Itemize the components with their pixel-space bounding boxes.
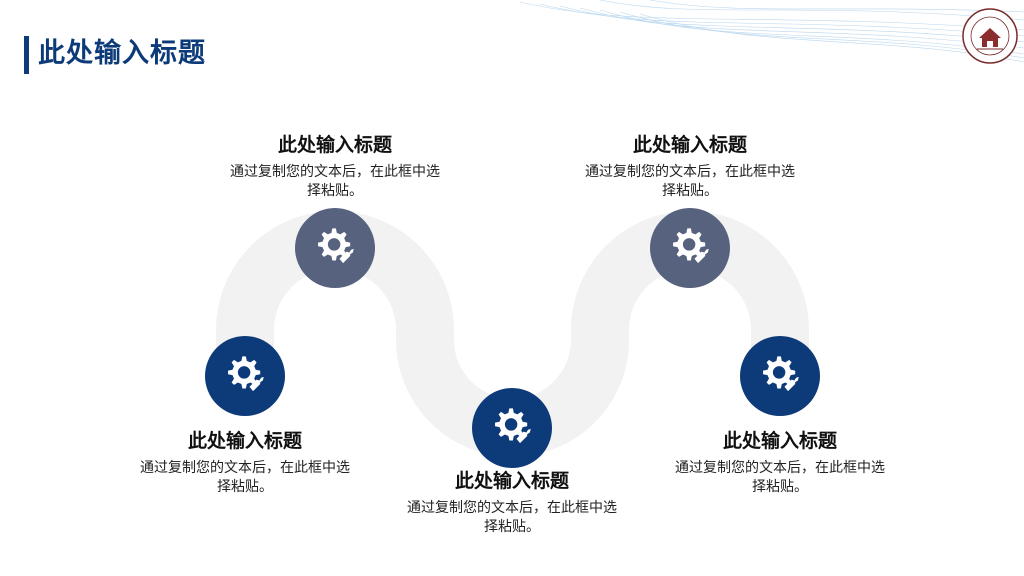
gear-wrench-icon [495, 408, 531, 444]
gear-wrench-icon [673, 228, 709, 264]
step-4-gear-node [650, 208, 730, 288]
step-3-title: 此处输入标题 [454, 470, 569, 492]
step-5-gear-node [740, 336, 820, 416]
step-2-text: 通过复制您的文本后，在此框中选择粘贴。 [230, 164, 440, 199]
step-4-text: 通过复制您的文本后，在此框中选择粘贴。 [585, 164, 795, 199]
gear-wrench-icon [763, 356, 799, 392]
step-1-title: 此处输入标题 [187, 430, 302, 452]
step-1-gear-node [205, 336, 285, 416]
step-2-gear-node [295, 208, 375, 288]
step-2-title: 此处输入标题 [277, 134, 392, 156]
step-4-card: 此处输入标题 通过复制您的文本后，在此框中选择粘贴。 [570, 132, 810, 201]
step-5-title: 此处输入标题 [722, 430, 837, 452]
step-2-card: 此处输入标题 通过复制您的文本后，在此框中选择粘贴。 [215, 132, 455, 201]
wave-decoration [519, 0, 1024, 63]
step-1-card: 此处输入标题 通过复制您的文本后，在此框中选择粘贴。 [125, 428, 365, 497]
step-5-text: 通过复制您的文本后，在此框中选择粘贴。 [675, 460, 885, 495]
step-3-text: 通过复制您的文本后，在此框中选择粘贴。 [407, 500, 617, 535]
step-4-title: 此处输入标题 [632, 134, 747, 156]
step-3-gear-node [472, 388, 552, 468]
page-title: 此处输入标题 [38, 38, 206, 69]
university-seal-icon [962, 8, 1018, 64]
step-3-card: 此处输入标题 通过复制您的文本后，在此框中选择粘贴。 [392, 468, 632, 537]
step-1-text: 通过复制您的文本后，在此框中选择粘贴。 [140, 460, 350, 495]
gear-wrench-icon [228, 356, 264, 392]
gear-wrench-icon [318, 228, 354, 264]
title-accent-bar [24, 36, 29, 74]
step-5-card: 此处输入标题 通过复制您的文本后，在此框中选择粘贴。 [660, 428, 900, 497]
